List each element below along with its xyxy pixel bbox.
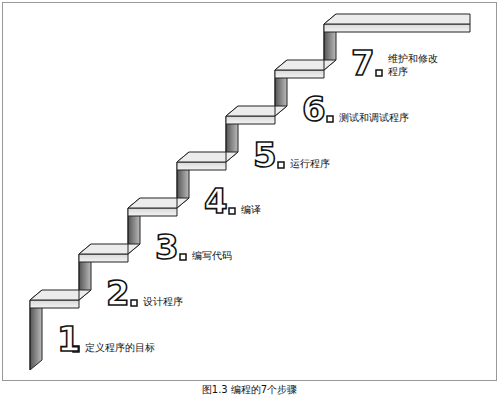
- bullet-square: [376, 70, 382, 76]
- step-riser: [324, 32, 325, 70]
- step-number: 2: [106, 276, 130, 310]
- step-top: [177, 152, 238, 162]
- step-tread: [275, 70, 324, 78]
- step-label: 定义程序的目标: [85, 342, 155, 355]
- step-label: 设计程序: [143, 296, 183, 309]
- bullet-square: [229, 208, 235, 214]
- step-tread: [177, 162, 226, 170]
- step-number: 7: [351, 46, 375, 80]
- step-top: [324, 14, 470, 24]
- step-riser: [128, 216, 129, 254]
- step-label: 测试和调试程序: [339, 112, 409, 125]
- step-riser: [30, 308, 31, 370]
- step-number: 6: [302, 92, 326, 126]
- step-label: 运行程序: [290, 158, 330, 171]
- step-tread: [324, 24, 470, 32]
- step-number: 3: [155, 230, 179, 264]
- figure-frame: [3, 3, 497, 381]
- bullet-square: [180, 254, 186, 260]
- step-tread: [30, 300, 79, 308]
- step-riser: [177, 170, 178, 208]
- step-number: 1: [57, 322, 81, 356]
- step-riser: [226, 124, 227, 162]
- step-number: 5: [253, 138, 277, 172]
- step-tread: [226, 116, 275, 124]
- step-label: 编写代码: [192, 250, 232, 263]
- step-tread: [79, 254, 128, 262]
- step-tread: [128, 208, 177, 216]
- step-number: 4: [204, 184, 228, 218]
- step-riser: [275, 78, 276, 116]
- step-label: 维护和修改 程序: [388, 53, 446, 78]
- step-top: [275, 60, 336, 70]
- bullet-square: [278, 162, 284, 168]
- step-top: [226, 106, 287, 116]
- step-top: [30, 290, 91, 300]
- bullet-square: [327, 116, 333, 122]
- step-top: [79, 244, 140, 254]
- bullet-square: [131, 300, 137, 306]
- figure-caption: 图1.3 编程的7个步骤: [0, 384, 499, 396]
- step-top: [128, 198, 189, 208]
- step-label: 编译: [241, 204, 261, 217]
- step-riser: [79, 262, 80, 300]
